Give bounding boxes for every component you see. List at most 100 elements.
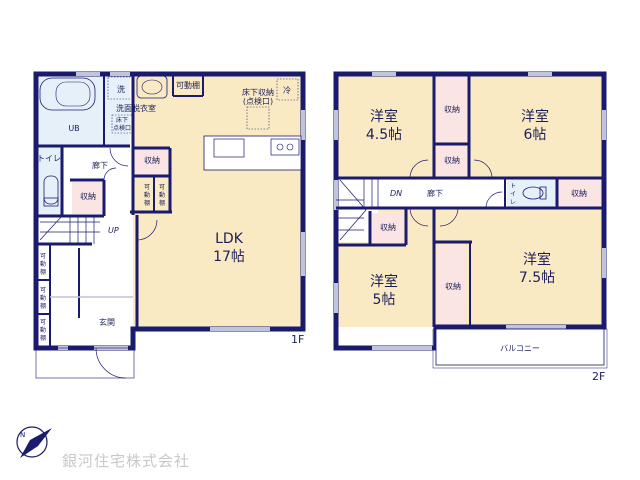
toilet-icon xyxy=(522,186,544,200)
ldk-label: LDK xyxy=(215,231,244,247)
hallway-2f-label: 廊下 xyxy=(427,188,443,198)
storage-45b-floor xyxy=(438,146,468,176)
window xyxy=(506,325,566,329)
window xyxy=(602,248,606,278)
storage-toilet-floor xyxy=(72,182,104,214)
door-swing xyxy=(409,207,429,227)
inspection-label-2: 点検口 xyxy=(113,124,131,132)
inspection-hatch xyxy=(111,114,133,134)
door-swing xyxy=(103,167,117,181)
window xyxy=(301,232,305,276)
window xyxy=(602,110,606,140)
shelf-e1-label: 棚 xyxy=(40,268,46,276)
room-75-label: 洋室 xyxy=(523,251,551,268)
outer-wall-2f xyxy=(333,71,607,351)
toilet-2f-floor xyxy=(507,178,557,208)
washer-label: 洗 xyxy=(117,84,125,94)
fridge-label: 冷 xyxy=(283,85,291,95)
washer-area xyxy=(107,76,133,100)
burner xyxy=(286,143,294,151)
floor-2f: 洋室 4.5帖 洋室 6帖 洋室 5帖 洋室 7.5帖 廊下 DN 収納 収納 … xyxy=(333,71,608,383)
stairs-up-label: UP xyxy=(108,226,119,235)
shelf-e1-label: 動 xyxy=(40,260,46,268)
basin-bowl xyxy=(141,79,163,95)
bathtub-inner xyxy=(55,81,91,107)
shelf-e2-label: 可 xyxy=(40,287,46,294)
floor-label-1f: 1F xyxy=(291,333,304,346)
bathtub-icon xyxy=(39,77,96,111)
door-swing xyxy=(409,159,429,179)
shelf-a-label: 棚 xyxy=(144,199,150,207)
window xyxy=(301,110,305,140)
door-swing xyxy=(473,159,493,179)
window xyxy=(334,283,338,313)
toilet-icon xyxy=(43,175,59,205)
toilet-2f-label: レ xyxy=(510,199,516,206)
shelf-a-label: 可 xyxy=(144,184,150,191)
storage-5-label: 収納 xyxy=(380,222,396,232)
storage-toilet-label: 収納 xyxy=(80,191,96,201)
shelf-e3-label: 可 xyxy=(40,319,46,326)
shelf-b-label: 動 xyxy=(159,191,165,199)
stairs-2f xyxy=(336,178,379,241)
bird-icon xyxy=(20,428,52,458)
kitchen-counter xyxy=(203,135,302,171)
storage-45b-label: 収納 xyxy=(444,155,460,165)
washbasin-icon xyxy=(136,75,168,99)
ldk-size: 17帖 xyxy=(213,249,245,265)
shelf-e1-label: 可 xyxy=(40,253,46,260)
fridge-space xyxy=(276,78,299,101)
window xyxy=(372,346,432,350)
storage-45a-floor xyxy=(436,76,468,142)
room-5-size: 5帖 xyxy=(373,292,396,308)
storage-75-label: 収納 xyxy=(445,281,461,291)
floor-1f: 洗 洗面脱衣室 床下 点検口 UB トイレ 廊下 収納 収納 可動棚 床下収納 … xyxy=(33,71,306,379)
door-swing xyxy=(136,219,158,241)
movable-shelf-top-floor xyxy=(173,74,203,96)
door-swing xyxy=(439,207,459,227)
sink-icon xyxy=(213,138,245,158)
underfloor-storage xyxy=(246,106,270,130)
room-6-label: 洋室 xyxy=(521,108,549,125)
shelf-b-label: 可 xyxy=(159,184,165,191)
movable-shelf-top-label: 可動棚 xyxy=(176,80,200,90)
shelf-a-label: 動 xyxy=(144,191,150,199)
room-5-label: 洋室 xyxy=(370,273,398,290)
floor-label-2f: 2F xyxy=(592,370,605,383)
shelf-e2-label: 棚 xyxy=(40,302,46,310)
window xyxy=(528,72,552,76)
window xyxy=(334,180,338,210)
storage-45a-label: 収納 xyxy=(444,104,460,114)
storage-75-floor xyxy=(438,245,466,325)
balcony-label: バルコニー xyxy=(500,344,540,353)
company-name: 銀河住宅株式会社 xyxy=(62,452,190,470)
shelf-b-label: 棚 xyxy=(159,199,165,207)
toilet-tank xyxy=(539,186,547,200)
shelf-b-floor xyxy=(156,180,168,210)
storage-hall-floor xyxy=(136,148,168,176)
inspection-label-1: 床下 xyxy=(116,116,128,124)
north-letter-icon: N xyxy=(20,431,25,439)
window xyxy=(334,110,338,140)
shelf-e3-label: 棚 xyxy=(40,334,46,342)
burner xyxy=(276,143,284,151)
entrance-shelves: 可 動 棚 可 動 棚 可 動 棚 xyxy=(40,253,46,342)
room-45-label: 洋室 xyxy=(370,108,398,125)
stove-icon xyxy=(270,138,300,156)
ub-label: UB xyxy=(68,124,79,133)
room-6-size: 6帖 xyxy=(524,127,547,143)
door-swing xyxy=(485,191,503,209)
company-logo: N 銀河住宅株式会社 xyxy=(16,426,190,470)
window xyxy=(210,327,270,331)
window xyxy=(76,72,100,76)
stairs-1f xyxy=(39,215,100,244)
hallway-label: 廊下 xyxy=(92,160,108,170)
storage-hall-label: 収納 xyxy=(144,155,160,165)
shelf-a-floor xyxy=(140,180,154,210)
room-45-size: 4.5帖 xyxy=(366,127,402,143)
balcony xyxy=(435,328,605,366)
entrance-label: 玄関 xyxy=(99,317,115,327)
room-75-size: 7.5帖 xyxy=(519,270,555,286)
toilet-tank xyxy=(43,197,59,207)
